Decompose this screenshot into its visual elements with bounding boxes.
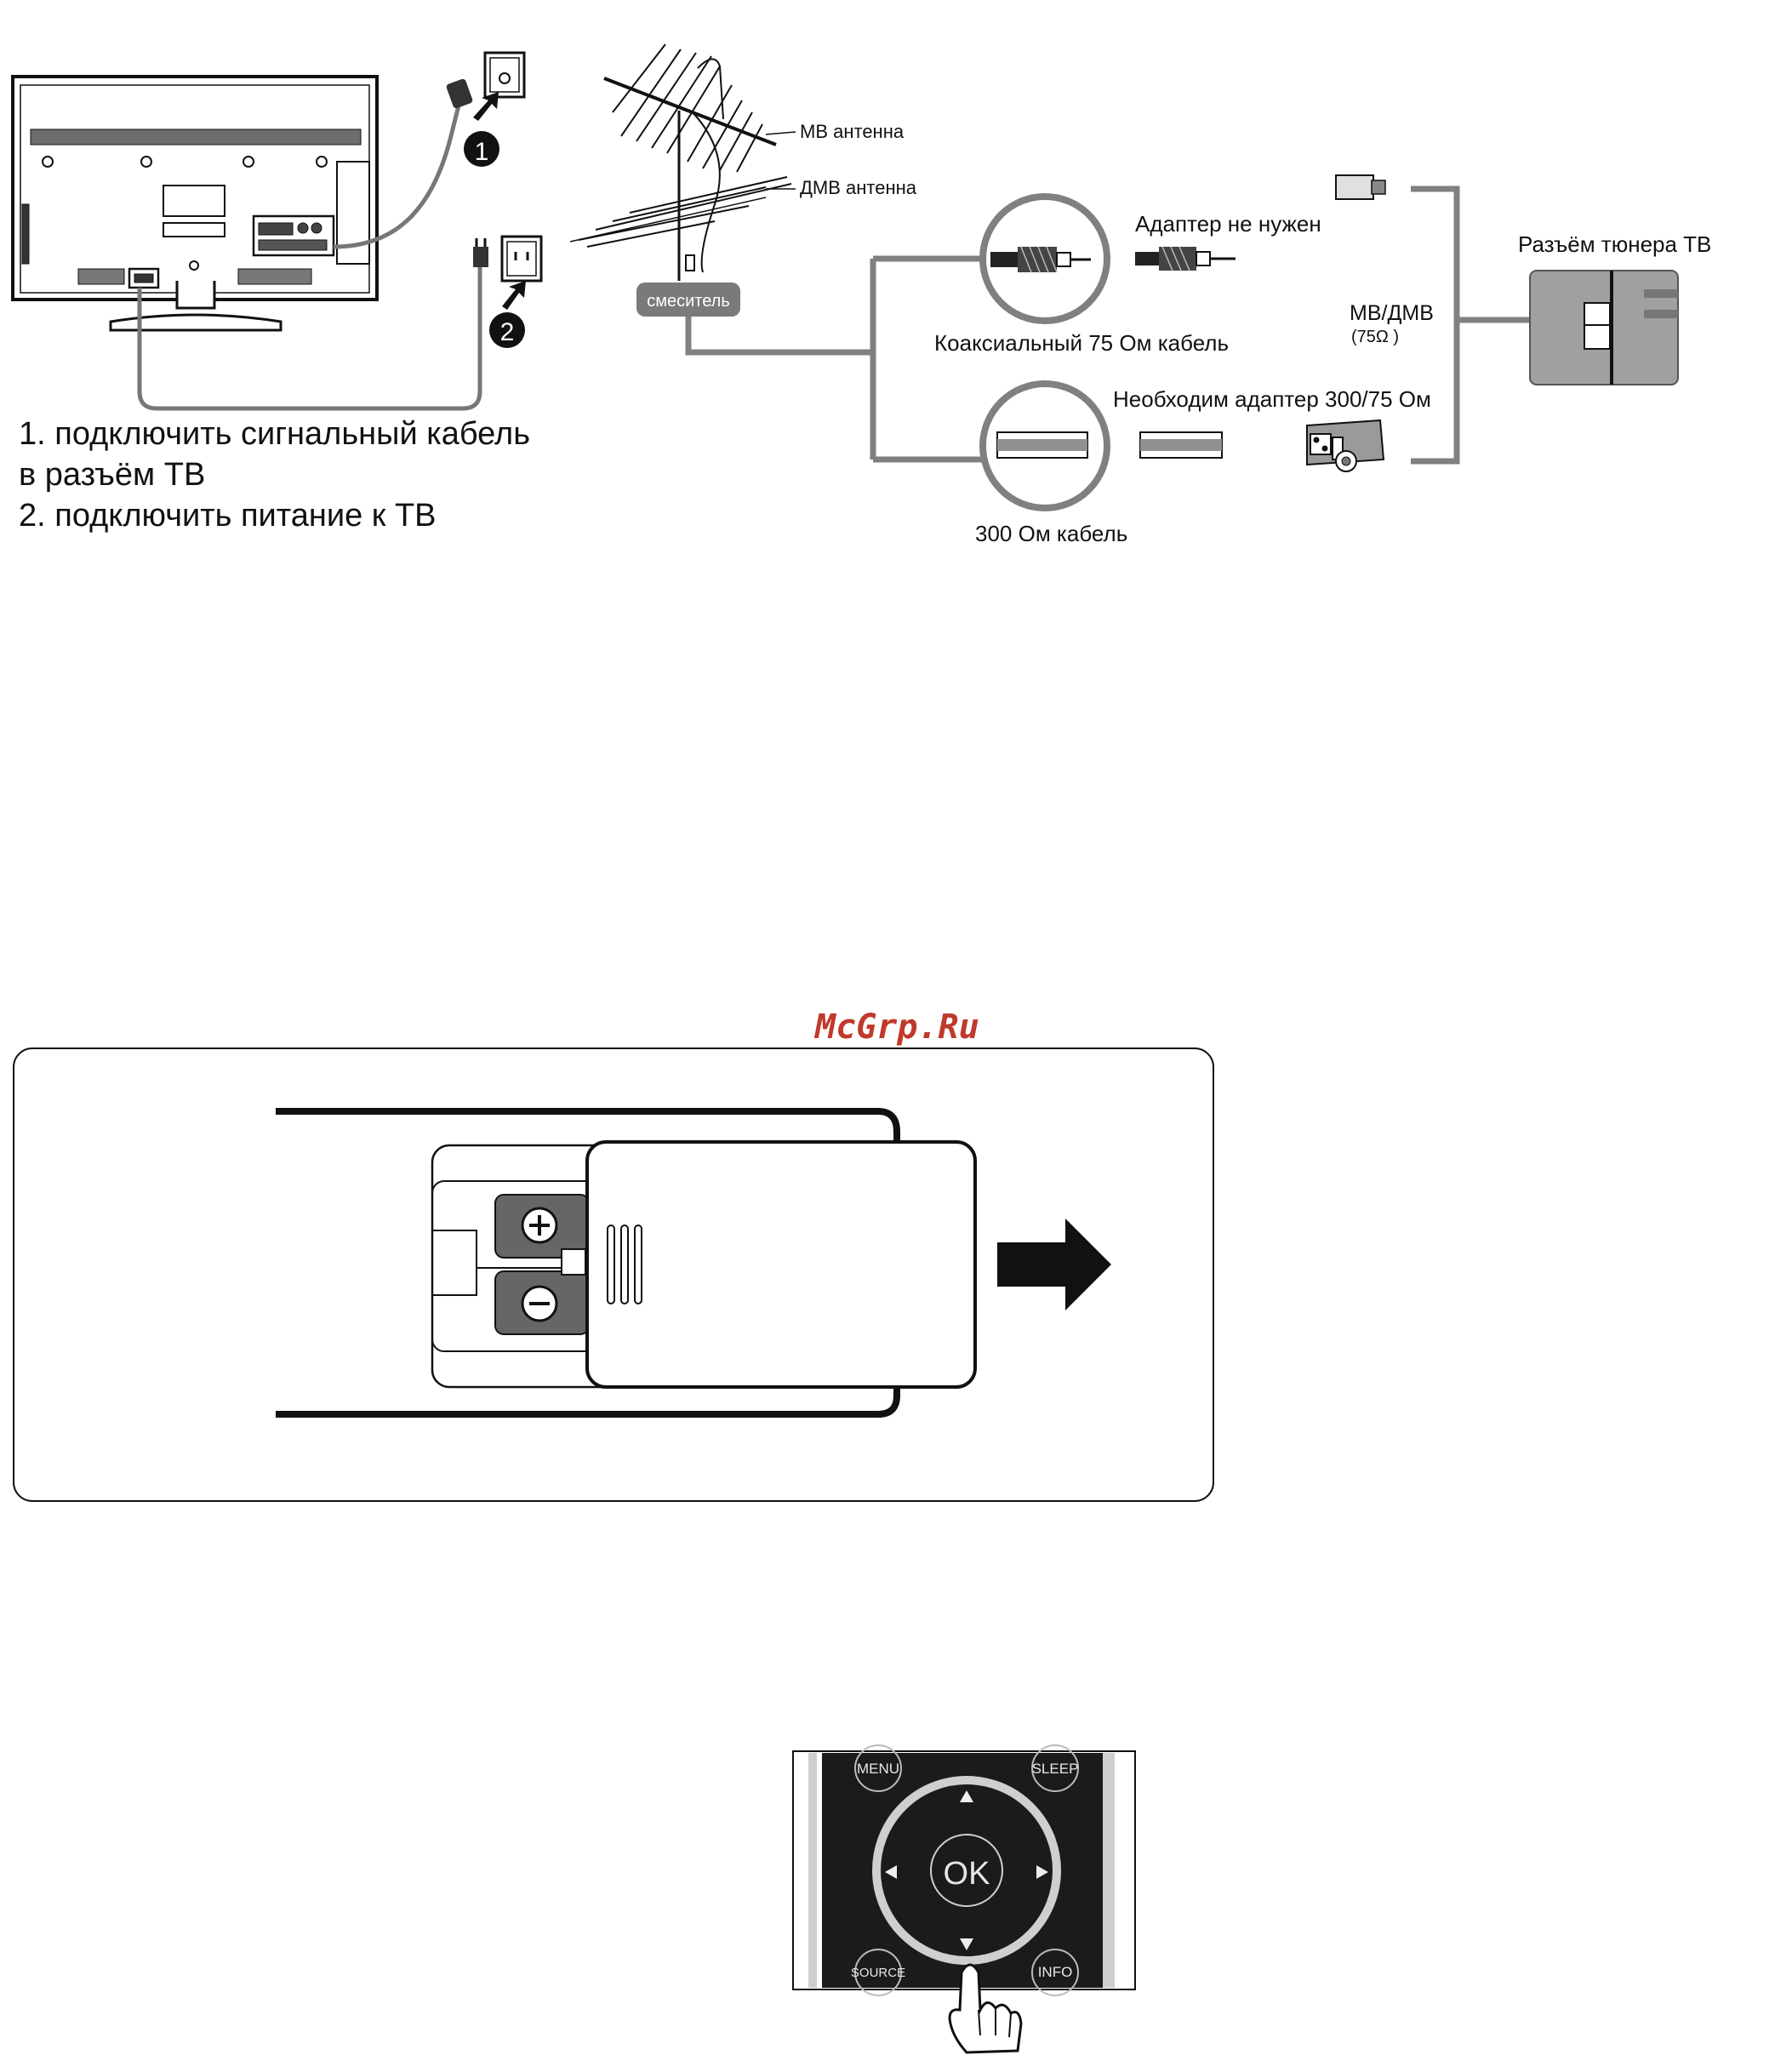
tv-tuner-jack <box>1530 271 1678 385</box>
coax-connector <box>1135 247 1236 271</box>
arrow-icon <box>502 281 526 310</box>
instruction-line-1: 1. подключить сигнальный кабель <box>19 416 530 452</box>
antenna-illustration <box>570 44 791 281</box>
minus-sign-icon <box>522 1287 556 1321</box>
ribbon-cable-segment <box>1140 432 1222 458</box>
tv-coax-plug <box>1336 175 1385 199</box>
coax-cable-label: Коаксиальный 75 Ом кабель <box>934 330 1229 356</box>
step-badge-1: 1 <box>464 131 499 167</box>
instruction-line-2: в разъём ТВ <box>19 457 205 493</box>
watermark: McGrp.Ru <box>813 1008 979 1047</box>
antenna-wall-socket <box>485 53 524 97</box>
svg-text:INFO: INFO <box>1038 1964 1073 1980</box>
vhf-pointer <box>766 132 796 134</box>
instruction-line-3: 2. подключить питание к ТВ <box>19 498 437 534</box>
tuner-jack-label: Разъём тюнера ТВ <box>1518 231 1711 257</box>
battery-cover <box>587 1142 975 1387</box>
svg-text:1: 1 <box>475 138 489 166</box>
cable-300-label: 300 Ом кабель <box>975 521 1127 546</box>
plus-sign-icon <box>522 1208 556 1242</box>
vhf-uhf-label: МВ/ДМВ <box>1350 301 1434 325</box>
svg-text:2: 2 <box>500 318 515 346</box>
no-adapter-label: Адаптер не нужен <box>1135 211 1321 237</box>
svg-text:MENU: MENU <box>857 1761 899 1777</box>
svg-text:SOURCE: SOURCE <box>851 1966 905 1980</box>
svg-text:смеситель: смеситель <box>647 292 730 311</box>
power-wall-socket <box>502 237 541 281</box>
svg-text:SLEEP: SLEEP <box>1032 1761 1079 1777</box>
adapter-needed-label: Необходим адаптер 300/75 Ом <box>1113 386 1431 412</box>
svg-text:OK: OK <box>944 1856 990 1892</box>
mixer-badge: смеситель <box>636 283 740 317</box>
uhf-antenna-label: ДМВ антенна <box>800 177 917 198</box>
power-plug <box>473 238 488 267</box>
impedance-label: (75Ω ) <box>1351 328 1399 346</box>
coax-cable-magnifier <box>983 197 1107 321</box>
vhf-antenna-label: МВ антенна <box>800 121 905 142</box>
balun-adapter <box>1307 420 1384 471</box>
step-badge-2: 2 <box>489 312 525 348</box>
ok-button[interactable]: OK <box>944 1856 990 1892</box>
tv-rear-panel <box>13 77 377 330</box>
signal-routing-lines <box>688 189 1530 461</box>
ribbon-cable-magnifier <box>983 384 1107 508</box>
coax-plug <box>446 78 474 109</box>
